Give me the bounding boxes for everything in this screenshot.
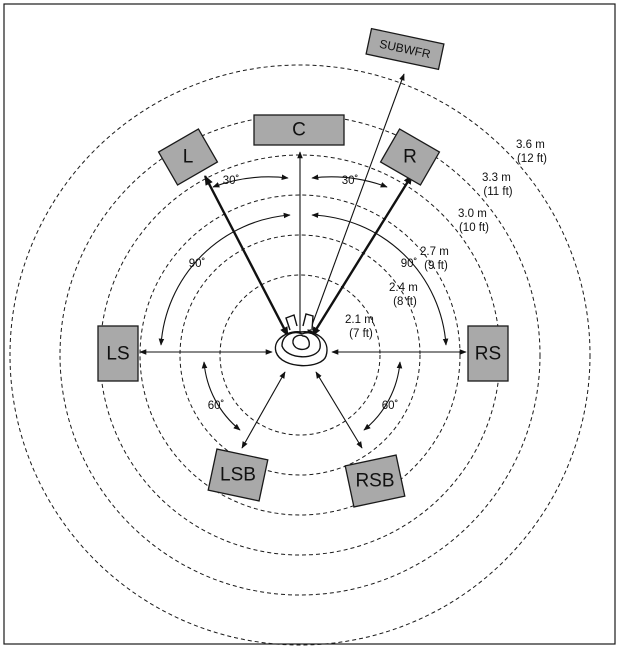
distance-label-2-1m: 2.1 m (7 ft) [345, 314, 377, 340]
distance-label-3-6m: 3.6 m (12 ft) [516, 139, 548, 165]
distance-label-3-0m: 3.0 m (10 ft) [458, 208, 490, 234]
angle-label-side-left: 90˚ [189, 258, 206, 270]
angle-label-front-right: 30˚ [342, 175, 359, 187]
arc-rear-right [363, 361, 403, 431]
distance-label-2-4m: 2.4 m (8 ft) [389, 282, 421, 308]
svg-text:LSB: LSB [220, 465, 256, 486]
ring-3-6m [9, 64, 591, 646]
speaker-right-surround: RS [467, 325, 509, 382]
svg-text:RSB: RSB [355, 471, 394, 492]
ring-2-7m [139, 194, 461, 516]
distance-label-3-3m: 3.3 m (11 ft) [482, 172, 514, 198]
arc-front-right [311, 174, 388, 188]
angle-label-rear-right: 60˚ [382, 400, 399, 412]
ring-2-4m [179, 234, 421, 476]
arrow-to-right-surround-back [315, 371, 363, 449]
angle-label-side-right: 90˚ [401, 258, 418, 270]
angle-arcs [158, 174, 449, 431]
arc-rear-left [201, 361, 241, 431]
svg-text:L: L [183, 147, 194, 168]
ring-2-1m [219, 274, 381, 436]
speaker-subwoofer: SUBWFR [365, 27, 445, 71]
arc-side-right [311, 212, 449, 346]
angle-label-rear-left: 60˚ [208, 400, 225, 412]
distance-label-2-7m: 2.7 m (9 ft) [420, 246, 452, 272]
speaker-left: L [157, 128, 219, 186]
arc-front-left [212, 174, 289, 188]
speaker-center: C [253, 114, 345, 146]
svg-text:C: C [292, 120, 306, 141]
arc-side-left [158, 212, 291, 346]
angle-labels: 30˚ 30˚ 90˚ 90˚ 60˚ 60˚ [189, 175, 418, 412]
svg-text:R: R [403, 147, 417, 168]
distance-labels: 2.1 m (7 ft) 2.4 m (8 ft) 2.7 m (9 ft) 3… [345, 139, 548, 340]
angle-label-front-left: 30˚ [223, 175, 240, 187]
speaker-left-surround: LS [97, 325, 139, 382]
arrow-to-left-surround-back [241, 371, 286, 449]
svg-text:RS: RS [475, 344, 501, 365]
listener-icon [274, 313, 328, 367]
speaker-right-surround-back: RSB [344, 454, 406, 508]
speaker-right: R [379, 128, 441, 186]
svg-text:LS: LS [106, 344, 129, 365]
speaker-left-surround-back: LSB [207, 448, 269, 502]
